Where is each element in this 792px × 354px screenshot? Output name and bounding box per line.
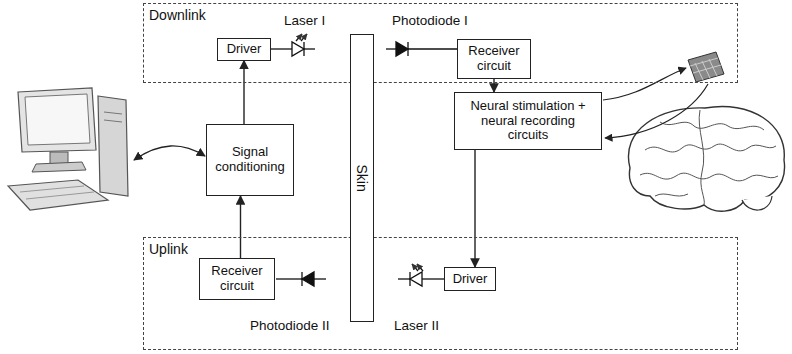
stimulation-line (603, 68, 686, 100)
box-label: Skin (354, 164, 370, 191)
brain-illustration (628, 106, 784, 211)
component-label: Laser II (394, 318, 439, 333)
receiver-box: Receiver circuit (457, 39, 531, 79)
signal-arrow (240, 196, 241, 258)
link-region: UplinkReceiver circuit Driver (143, 237, 738, 350)
laser-diode-symbol (398, 264, 444, 286)
electrode-array (688, 52, 724, 82)
driver-box: Driver (444, 267, 496, 291)
driver-box: Driver (217, 38, 271, 61)
data-link-arrow (134, 146, 205, 160)
region-heading: Downlink (149, 7, 206, 23)
region-heading: Uplink (149, 241, 188, 257)
box-label: Driver (227, 42, 262, 57)
receiver-box: Receiver circuit (199, 258, 275, 300)
component-label: Photodiode I (392, 13, 468, 28)
recording-line (605, 84, 708, 138)
photodiode-symbol (276, 272, 326, 286)
signal-arrow (243, 61, 244, 125)
box-label: Receiver circuit (463, 44, 525, 74)
laser-diode-symbol (271, 34, 315, 56)
photodiode-symbol (386, 42, 457, 56)
signal-arrow (474, 150, 475, 267)
box-label: Neural stimulation + neural recording ci… (460, 99, 596, 144)
skin-barrier: Skin (350, 34, 374, 322)
component-label: Photodiode II (250, 318, 330, 333)
component-label: Laser I (284, 13, 325, 28)
box-label: Signal conditioning (212, 145, 288, 175)
box-label: Driver (453, 272, 488, 287)
conditioning-box: Signal conditioning (206, 124, 294, 196)
implant-circuit-box: Neural stimulation + neural recording ci… (454, 92, 602, 150)
computer-illustration (8, 88, 128, 210)
signal-arrow (493, 79, 494, 92)
box-label: Receiver circuit (205, 264, 269, 294)
